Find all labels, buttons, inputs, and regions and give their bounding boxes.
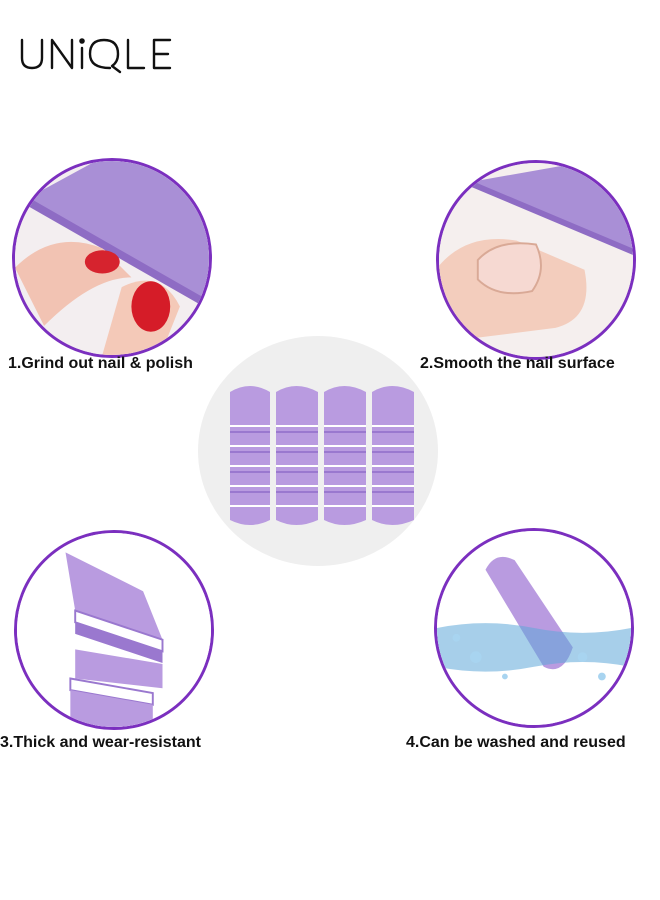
feature-4-caption: 4.Can be washed and reused <box>406 734 626 751</box>
brand-logo <box>20 38 172 74</box>
feature-1-image <box>12 158 212 358</box>
feature-3-image <box>14 530 214 730</box>
product-buffers-image <box>230 386 414 525</box>
feature-1-caption: 1.Grind out nail & polish <box>8 355 193 372</box>
feature-4-image <box>434 528 634 728</box>
feature-3-caption: 3.Thick and wear-resistant <box>0 734 201 751</box>
feature-2-image <box>436 160 636 360</box>
feature-2-caption: 2.Smooth the nail surface <box>420 355 615 372</box>
